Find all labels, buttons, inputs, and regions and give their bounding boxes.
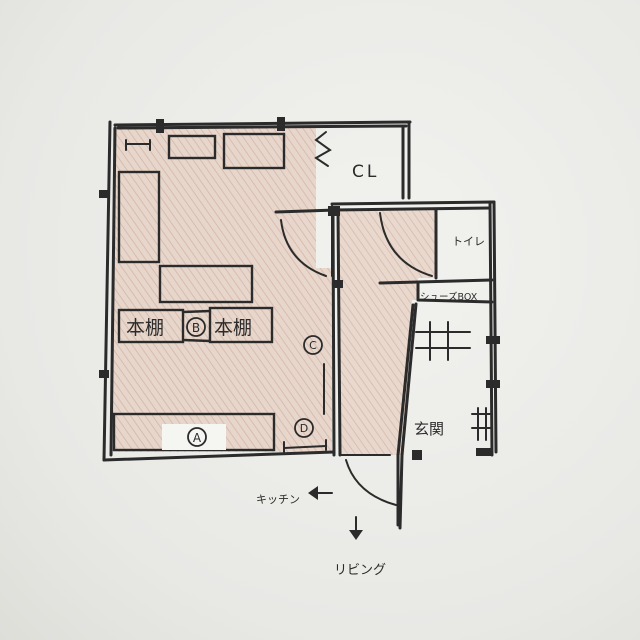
marker-d: D xyxy=(294,418,314,438)
bookshelf-right-label: 本棚 xyxy=(214,317,252,339)
closet-zigzag-icon xyxy=(314,131,332,167)
desk-small-1 xyxy=(167,134,217,160)
corridor-walls xyxy=(330,200,498,530)
entrance-label: 玄関 xyxy=(414,420,444,438)
furniture xyxy=(112,132,327,453)
shoe-box-label: シューズBOX xyxy=(420,291,478,303)
kitchen-label: キッチン xyxy=(256,493,300,506)
marker-c: C xyxy=(303,335,323,355)
svg-text:D: D xyxy=(300,422,308,435)
doors xyxy=(280,205,433,506)
room-shading xyxy=(113,128,332,452)
svg-text:B: B xyxy=(192,321,200,335)
bookshelf-left xyxy=(117,308,185,344)
bed-marker xyxy=(125,139,151,151)
table xyxy=(158,264,254,304)
bookshelf-left-label: 本棚 xyxy=(126,317,164,339)
toilet-label: トイレ xyxy=(452,235,485,248)
corridor-shading xyxy=(338,210,436,455)
kitchen-arrow-icon xyxy=(308,486,333,500)
bedroom-walls xyxy=(102,120,412,462)
cabinet-left xyxy=(117,170,161,264)
svg-text:C: C xyxy=(309,339,317,352)
marker-a: A xyxy=(187,427,207,447)
entrance-shelves xyxy=(415,321,491,441)
living-arrow-icon xyxy=(349,516,363,540)
closet-label: CL xyxy=(352,162,379,182)
marker-b: B xyxy=(186,317,206,337)
svg-text:A: A xyxy=(193,431,202,445)
bookshelf-right xyxy=(208,306,274,344)
living-label: リビング xyxy=(334,563,386,578)
desk-small-2 xyxy=(222,132,286,170)
